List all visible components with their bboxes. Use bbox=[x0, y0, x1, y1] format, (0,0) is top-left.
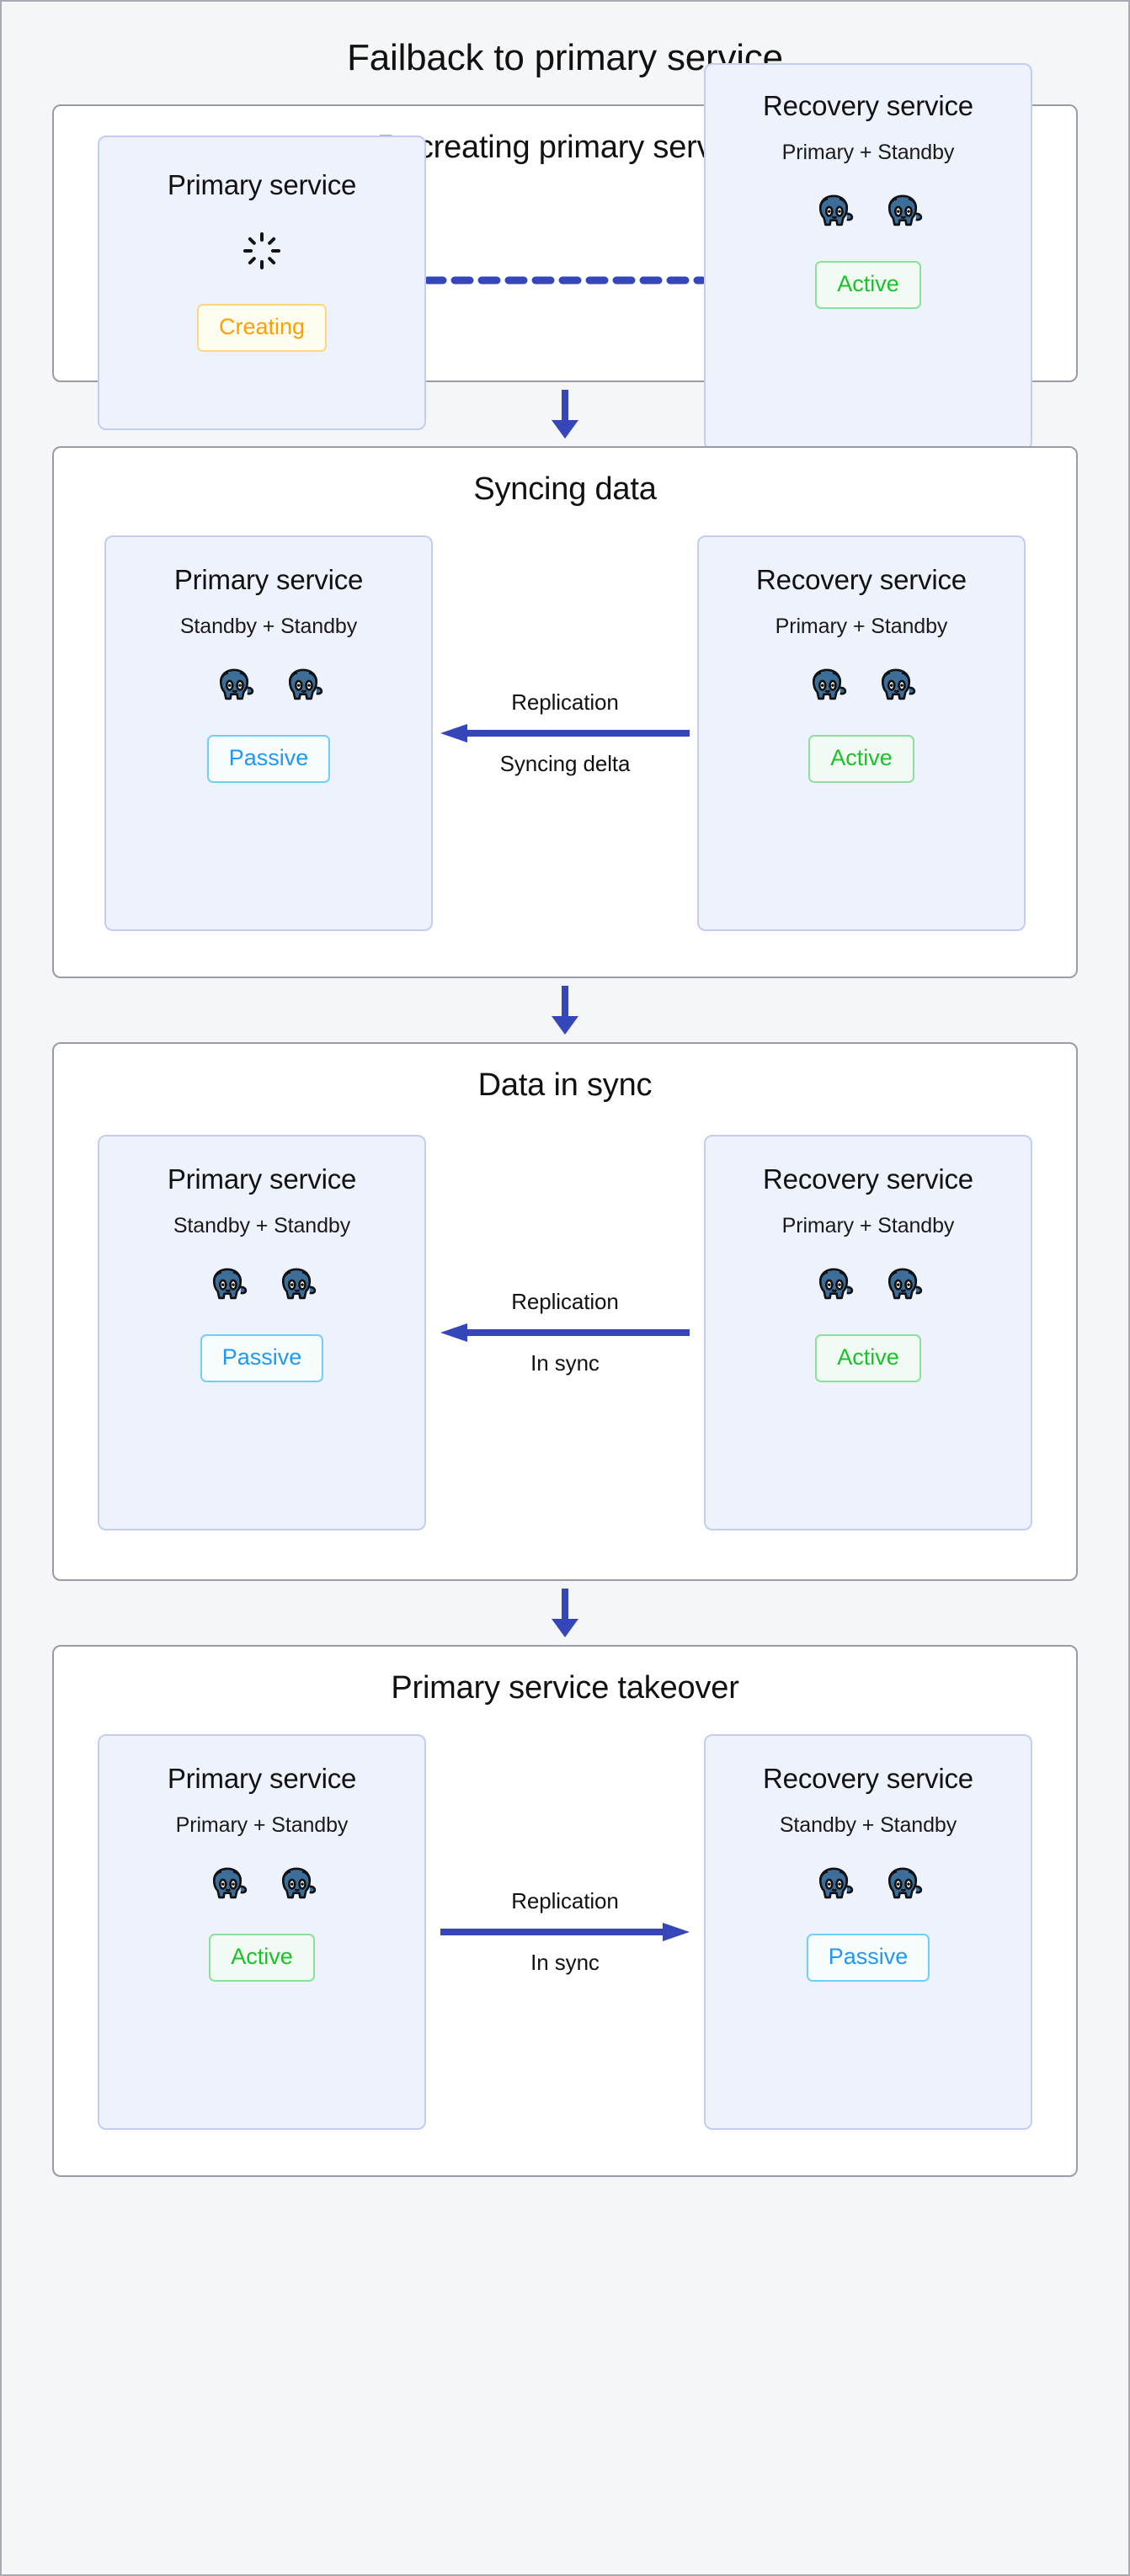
service-subtitle: Primary + Standby bbox=[775, 615, 948, 638]
arrow-left-icon bbox=[440, 724, 690, 742]
arrow-right-icon bbox=[440, 1923, 690, 1941]
connector-label-bottom: In sync bbox=[530, 1350, 600, 1376]
service-box-recovery-3[interactable]: Recovery service Primary + Standby bbox=[704, 1135, 1032, 1530]
postgres-elephant-icon bbox=[281, 1268, 317, 1300]
status-badge-active: Active bbox=[209, 1934, 315, 1982]
connector-label-bottom: In sync bbox=[530, 1950, 600, 1975]
service-box-recovery-2[interactable]: Recovery service Primary + Standby bbox=[697, 535, 1026, 931]
node-list bbox=[204, 1861, 320, 1908]
stage-title-3: Data in sync bbox=[477, 1067, 653, 1103]
stage-title-4: Primary service takeover bbox=[391, 1670, 739, 1706]
postgres-elephant-icon bbox=[887, 194, 923, 226]
step-arrow-2 bbox=[2, 978, 1128, 1042]
step-arrow-1 bbox=[2, 382, 1128, 446]
service-box-primary-2[interactable]: Primary service Standby + Standby bbox=[104, 535, 433, 931]
connector-label-bottom: Syncing delta bbox=[499, 751, 631, 776]
service-title: Primary service bbox=[167, 1763, 357, 1794]
postgres-elephant-icon bbox=[818, 194, 854, 226]
stage-card-3: Data in sync Primary service Standby + S… bbox=[52, 1042, 1078, 1581]
service-box-primary-3[interactable]: Primary service Standby + Standby bbox=[98, 1135, 426, 1530]
node-list bbox=[803, 663, 919, 710]
service-title: Recovery service bbox=[763, 90, 973, 121]
connector-arrow-4: Replication In sync bbox=[426, 1888, 704, 1976]
arrow-down-icon bbox=[552, 390, 578, 439]
connector-label-top: Replication bbox=[511, 689, 619, 715]
loading-spinner-icon bbox=[243, 232, 281, 270]
step-arrow-3 bbox=[2, 1581, 1128, 1645]
service-subtitle: Standby + Standby bbox=[173, 1214, 351, 1237]
arrow-left-icon bbox=[440, 1323, 690, 1342]
postgres-elephant-icon bbox=[818, 1268, 854, 1300]
arrow-down-icon bbox=[552, 986, 578, 1035]
connector-arrow-2: Replication Syncing delta bbox=[433, 689, 697, 777]
service-subtitle: Primary + Standby bbox=[781, 141, 955, 164]
stage-card-2: Syncing data Primary service Standby + S… bbox=[52, 446, 1078, 978]
service-subtitle: Primary + Standby bbox=[175, 1813, 349, 1837]
stage-card-1: Recreating primary service Primary servi… bbox=[52, 63, 1078, 450]
service-box-recovery-4[interactable]: Recovery service Standby + Standby bbox=[704, 1734, 1032, 2130]
postgres-elephant-icon bbox=[887, 1268, 923, 1300]
service-subtitle: Primary + Standby bbox=[781, 1214, 955, 1237]
service-box-primary-4[interactable]: Primary service Primary + Standby bbox=[98, 1734, 426, 2130]
postgres-elephant-icon bbox=[212, 1268, 248, 1300]
node-list bbox=[810, 1262, 926, 1309]
status-badge-active: Active bbox=[808, 735, 914, 783]
node-list bbox=[204, 1262, 320, 1309]
postgres-elephant-icon bbox=[812, 668, 847, 700]
connector-arrow-3: Replication In sync bbox=[426, 1289, 704, 1376]
postgres-elephant-icon bbox=[887, 1867, 923, 1899]
status-badge-passive: Passive bbox=[206, 735, 331, 783]
postgres-elephant-icon bbox=[219, 668, 254, 700]
service-title: Primary service bbox=[173, 564, 364, 595]
status-badge-active: Active bbox=[815, 261, 921, 309]
service-box-recovery-1[interactable]: Recovery service Primary + Standby bbox=[704, 63, 1032, 450]
postgres-elephant-icon bbox=[288, 668, 323, 700]
stage-card-4: Primary service takeover Primary service… bbox=[52, 1645, 1078, 2177]
arrow-down-icon bbox=[552, 1589, 578, 1637]
stage-title-1: Recreating primary service bbox=[376, 130, 754, 165]
service-subtitle: Standby + Standby bbox=[179, 615, 358, 638]
status-badge-creating: Creating bbox=[196, 304, 328, 352]
connector-label-top: Replication bbox=[511, 1888, 619, 1913]
service-subtitle: Standby + Standby bbox=[779, 1813, 957, 1837]
service-title: Recovery service bbox=[763, 1163, 973, 1195]
dashed-line-icon bbox=[426, 276, 704, 285]
status-badge-active: Active bbox=[815, 1334, 921, 1382]
postgres-elephant-icon bbox=[212, 1867, 248, 1899]
status-badge-passive: Passive bbox=[200, 1334, 324, 1382]
service-title: Recovery service bbox=[756, 564, 967, 595]
node-list bbox=[810, 1861, 926, 1908]
service-title: Primary service bbox=[167, 1163, 357, 1195]
service-box-primary-1[interactable]: Primary service Creating bbox=[98, 136, 426, 430]
node-list bbox=[211, 663, 327, 710]
postgres-elephant-icon bbox=[818, 1867, 854, 1899]
connector-dashed-1 bbox=[426, 274, 704, 286]
postgres-elephant-icon bbox=[281, 1867, 317, 1899]
service-title: Recovery service bbox=[763, 1763, 973, 1794]
node-list bbox=[810, 189, 926, 236]
service-title: Primary service bbox=[167, 169, 357, 200]
postgres-elephant-icon bbox=[881, 668, 916, 700]
connector-label-top: Replication bbox=[511, 1289, 619, 1314]
status-badge-passive: Passive bbox=[806, 1934, 930, 1982]
stage-title-2: Syncing data bbox=[473, 471, 657, 507]
